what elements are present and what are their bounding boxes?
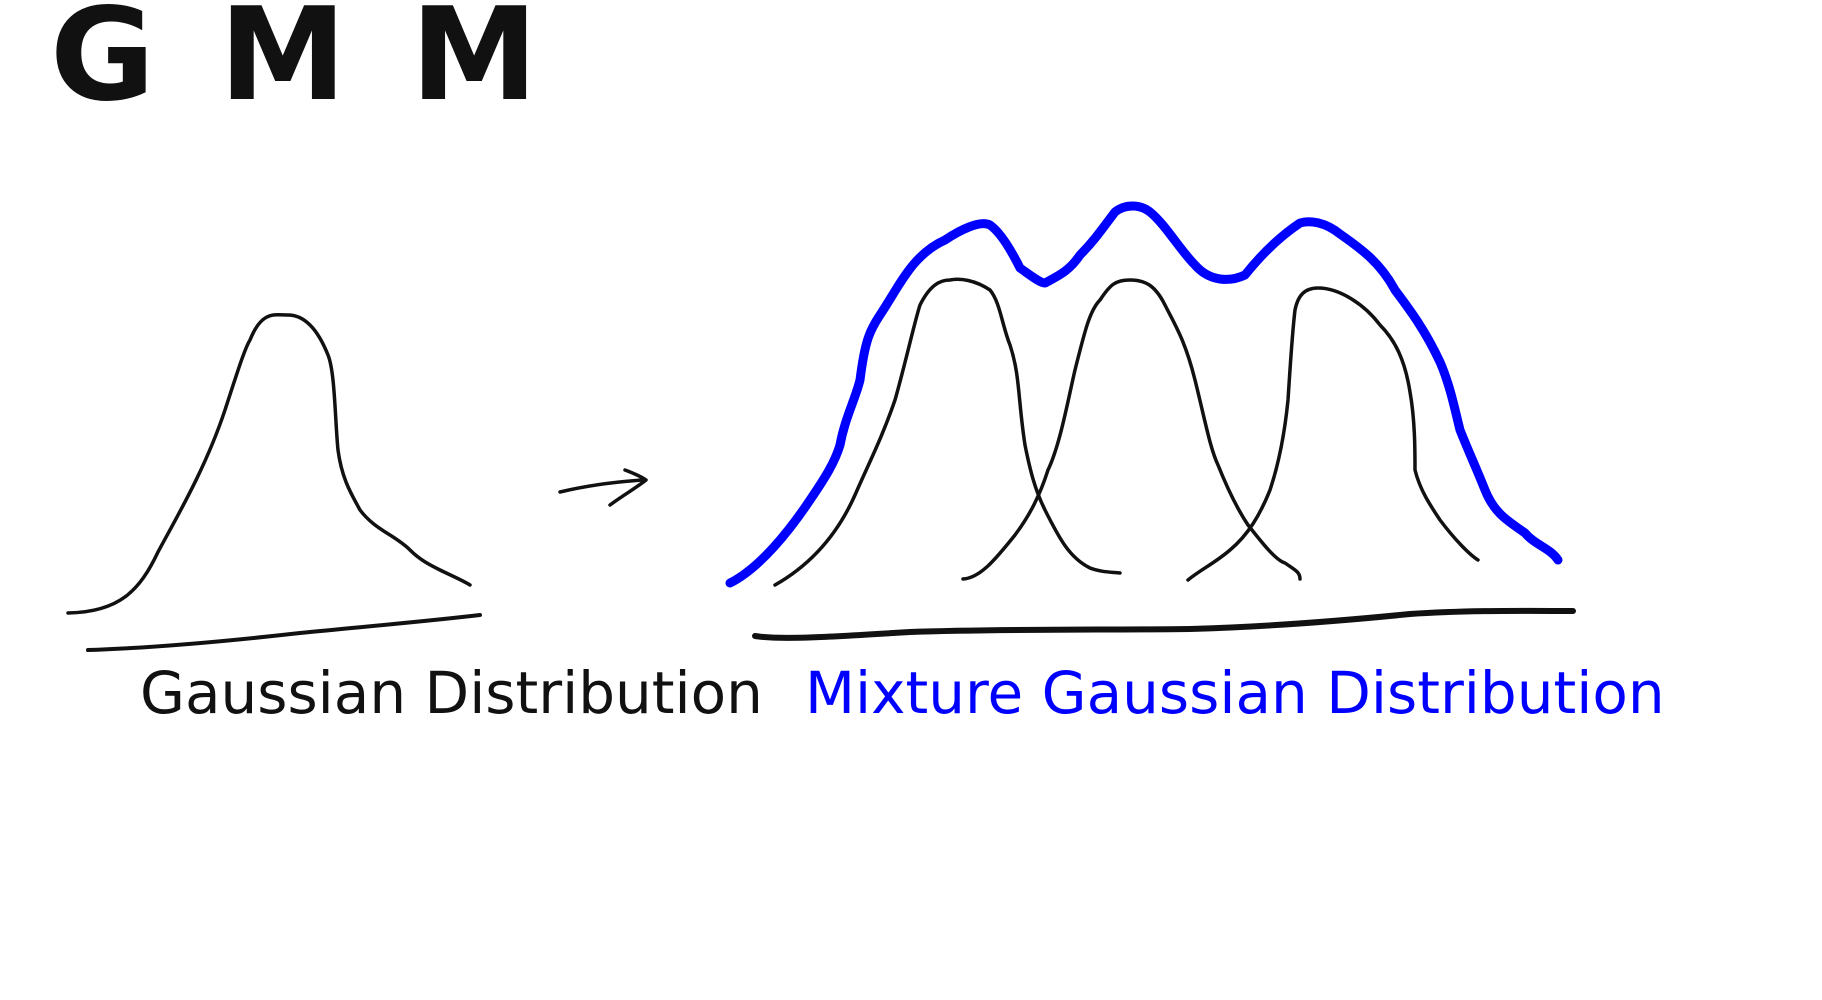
mixture-component-2-curve	[961, 278, 1302, 581]
mixture-component-1-curve	[773, 277, 1122, 587]
arrow-icon	[558, 468, 648, 507]
single-gaussian-axis	[86, 613, 482, 652]
page-title: GMM	[50, 0, 602, 130]
mixture-gaussian-distribution-label: Mixture Gaussian Distribution	[805, 659, 1665, 727]
mixture-axis	[752, 607, 1576, 641]
mixture-component-3-curve	[1186, 286, 1480, 582]
gaussian-distribution-label: Gaussian Distribution	[140, 659, 763, 727]
single-gaussian-curve	[66, 312, 472, 615]
mixture-envelope-curve	[725, 201, 1563, 588]
